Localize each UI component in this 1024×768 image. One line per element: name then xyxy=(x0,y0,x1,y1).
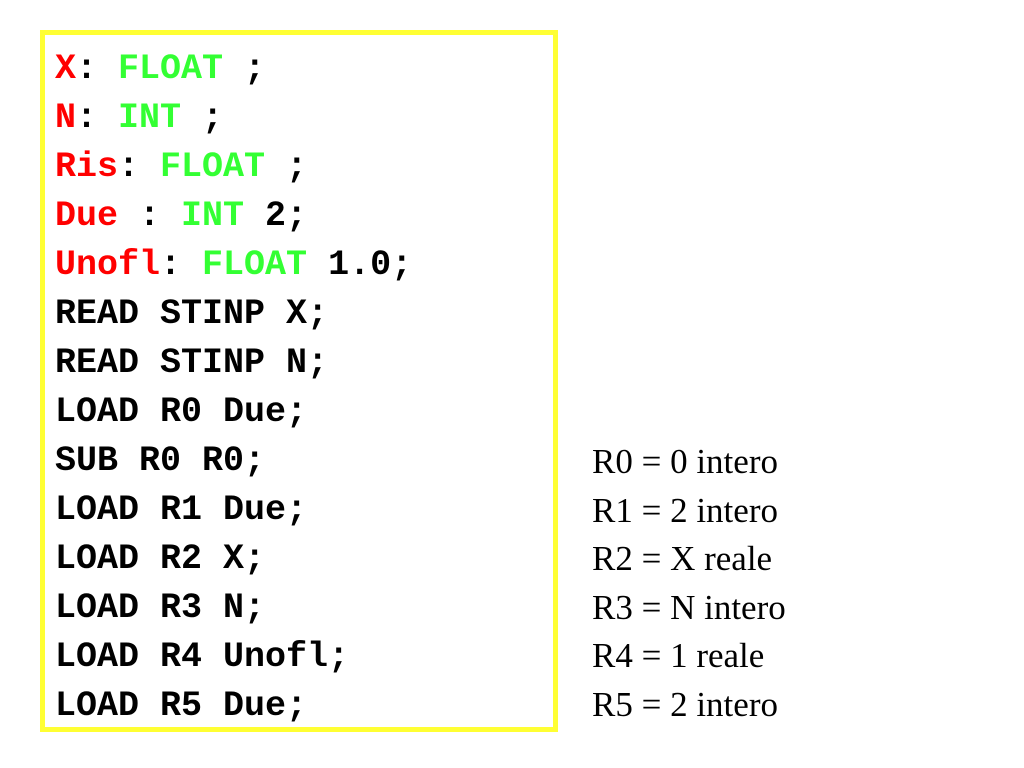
code-line: READ STINP N; xyxy=(55,339,553,388)
register-note-r4: R4 = 1 reale xyxy=(592,636,765,675)
code-line: LOAD R1 Due; xyxy=(55,486,553,535)
code-line: READ STINP X; xyxy=(55,290,553,339)
type-keyword: INT xyxy=(118,98,182,138)
code-text: READ STINP N; xyxy=(55,343,329,383)
variable-name: X xyxy=(55,49,77,89)
variable-name: N xyxy=(55,98,77,138)
code-text: ; xyxy=(181,98,224,138)
code-text: : xyxy=(76,98,119,138)
code-text: 1.0; xyxy=(307,245,413,285)
type-keyword: FLOAT xyxy=(202,245,308,285)
code-text: LOAD R3 N; xyxy=(55,588,266,628)
variable-name: Ris xyxy=(55,147,119,187)
register-note-r2: R2 = X reale xyxy=(592,539,773,578)
code-line: LOAD R3 N; xyxy=(55,584,553,633)
code-line: Due : INT 2; xyxy=(55,192,553,241)
code-text: LOAD R1 Due; xyxy=(55,490,308,530)
code-listing-box: X: FLOAT ;N: INT ;Ris: FLOAT ;Due : INT … xyxy=(40,30,558,732)
code-text: ; xyxy=(223,49,266,89)
code-line: N: INT ; xyxy=(55,94,553,143)
type-keyword: FLOAT xyxy=(118,49,224,89)
code-line: LOAD R4 Unofl; xyxy=(55,633,553,682)
code-text: : xyxy=(118,196,182,236)
code-line: LOAD R5 Due; xyxy=(55,682,553,731)
code-text: ; xyxy=(265,147,308,187)
code-text: LOAD R5 Due; xyxy=(55,686,308,726)
variable-name: Due xyxy=(55,196,119,236)
code-text: LOAD R0 Due; xyxy=(55,392,308,432)
code-text: : xyxy=(118,147,161,187)
type-keyword: FLOAT xyxy=(160,147,266,187)
code-text: 2; xyxy=(244,196,308,236)
type-keyword: INT xyxy=(181,196,245,236)
register-note-r5: R5 = 2 intero xyxy=(592,684,778,724)
register-note-r3: R3 = N intero xyxy=(592,587,786,627)
register-note-r0: R0 = 0 intero xyxy=(592,442,778,481)
register-notes: R0 = 0 intero R1 = 2 intero R2 = X reale… xyxy=(592,438,786,729)
register-note-r1: R1 = 2 intero xyxy=(592,490,778,530)
code-line: X: FLOAT ; xyxy=(55,45,553,94)
code-text: SUB R0 R0; xyxy=(55,441,266,481)
code-line: Unofl: FLOAT 1.0; xyxy=(55,241,553,290)
code-line: LOAD R0 Due; xyxy=(55,388,553,437)
code-text: LOAD R2 X; xyxy=(55,539,266,579)
code-text: READ STINP X; xyxy=(55,294,329,334)
code-line: LOAD R2 X; xyxy=(55,535,553,584)
code-text: : xyxy=(160,245,203,285)
code-line: Ris: FLOAT ; xyxy=(55,143,553,192)
code-text: LOAD R4 Unofl; xyxy=(55,637,350,677)
code-text: : xyxy=(76,49,119,89)
code-line: SUB R0 R0; xyxy=(55,437,553,486)
variable-name: Unofl xyxy=(55,245,161,285)
